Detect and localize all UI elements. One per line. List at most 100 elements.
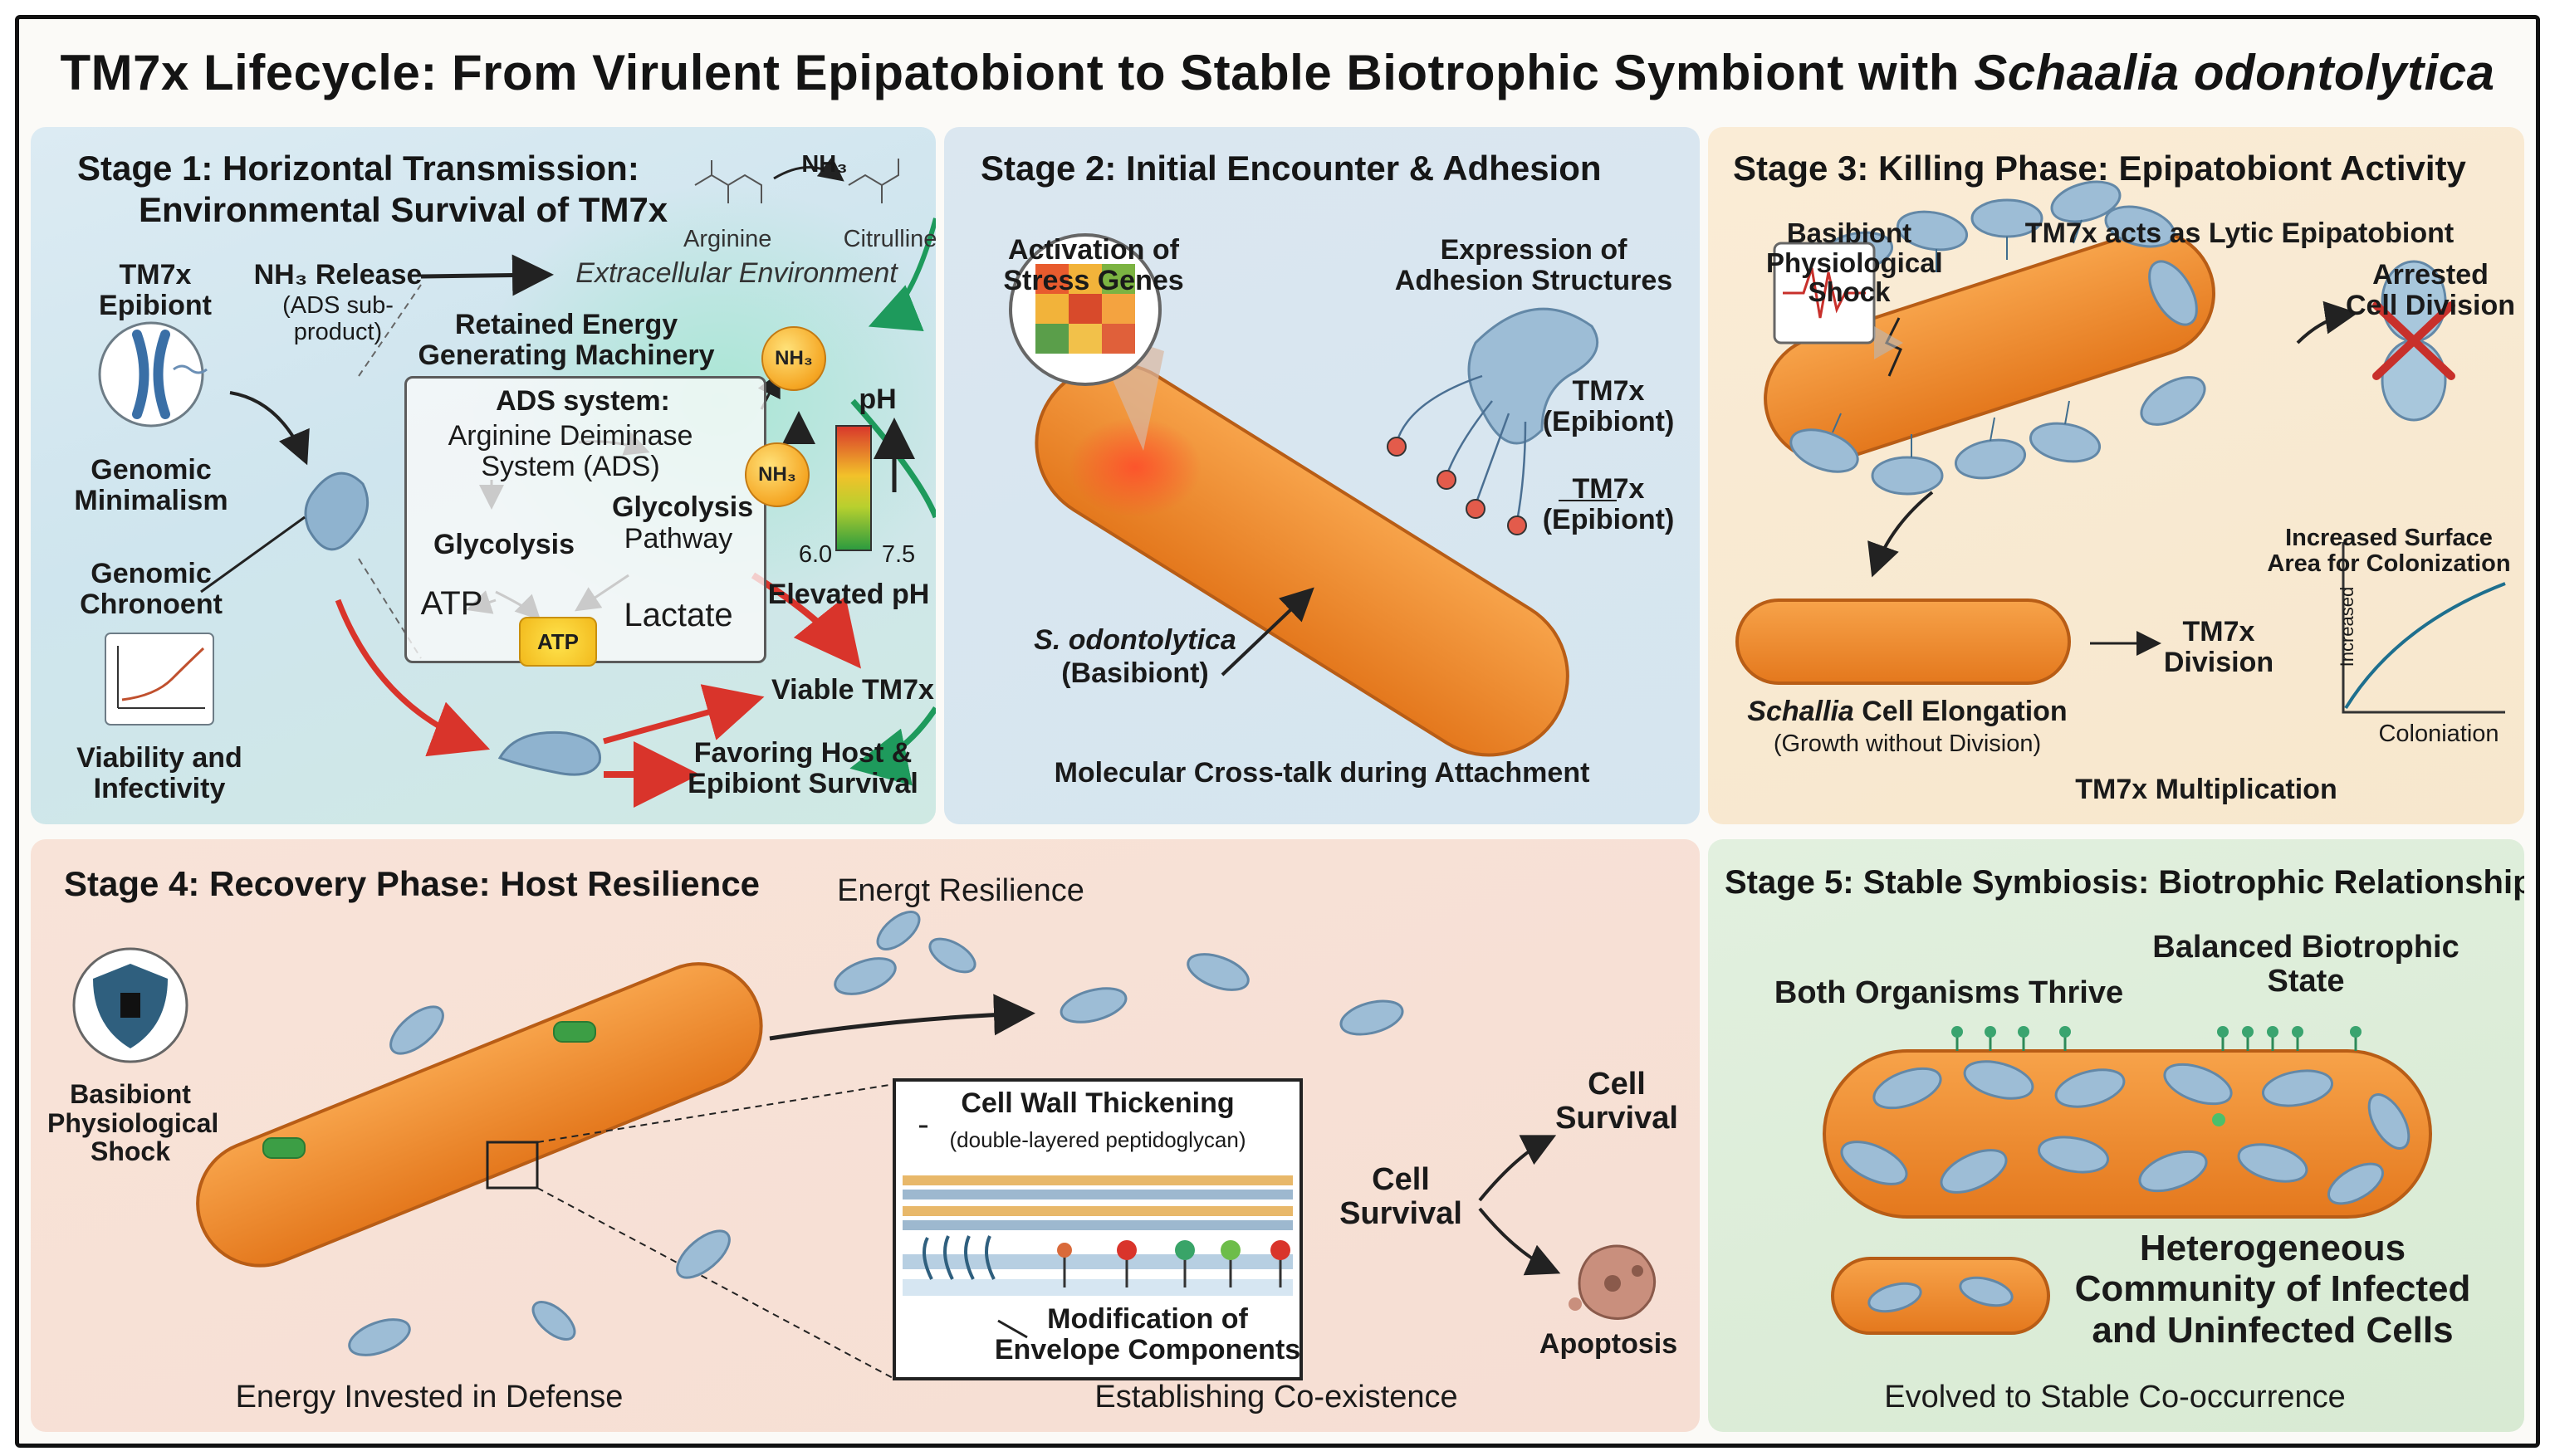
stage4-artwork <box>72 911 1657 1380</box>
stage3-artwork <box>1735 180 2506 714</box>
thrive-label: Both Organisms Thrive <box>1774 975 2124 1010</box>
lipoteichoic-strands <box>923 1235 996 1280</box>
ads-description: Arginine Deiminase System (ADS) <box>448 420 693 483</box>
figure-frame: TM7x Lifecycle: From Virulent Epipatobio… <box>15 15 2540 1448</box>
ads-subproduct-label: (ADS sub- product) <box>282 292 394 345</box>
atp-badge-icon: ATP <box>519 617 597 667</box>
stage5-panel: Stage 5: Stable Symbiosis: Biotrophic Re… <box>1708 839 2524 1432</box>
shield-icon <box>72 947 188 1063</box>
apoptosis-cell-icon <box>1569 1244 1657 1320</box>
stage1-title-line1: Stage 1: Horizontal Transmission: <box>77 149 639 188</box>
genomic-minimalism-label: Genomic Minimalism <box>74 454 228 516</box>
glycolysis-pathway-title: Glycolysis <box>612 491 754 523</box>
cell-survival-top: Cell Survival <box>1555 1067 1678 1136</box>
cell-wall-note: (double-layered peptidoglycan) <box>949 1127 1246 1152</box>
cell-wall-label: Cell Wall Thickening <box>961 1087 1235 1119</box>
recovering-cell <box>196 962 763 1268</box>
tm7x-cell-b <box>497 730 601 776</box>
epibiont-to-cell-arrow <box>229 391 310 466</box>
elongation-species: Schallia <box>1747 696 1854 727</box>
surface-area-label: Increased Surface Area for Colonization <box>2267 525 2511 578</box>
elongated-cell <box>1735 599 2071 685</box>
citrulline-label: Citrulline <box>843 226 936 252</box>
elevated-ph-label: Elevated pH <box>767 579 930 610</box>
heatmap-icon <box>1035 264 1135 354</box>
ph-low: 6.0 <box>798 541 833 568</box>
community-label: Heterogeneous Community of Infected and … <box>2074 1228 2471 1351</box>
stage4-title: Stage 4: Recovery Phase: Host Resilience <box>64 864 761 903</box>
tm7x-division-label: TM7x Division <box>2163 616 2274 678</box>
stage5-title: Stage 5: Stable Symbiosis: Biotrophic Re… <box>1725 864 2524 901</box>
coexistence-caption: Establishing Co-existence <box>1094 1380 1458 1414</box>
cell-survival-mid: Cell Survival <box>1339 1162 1462 1232</box>
viability-label: Viability and Infectivity <box>76 742 242 804</box>
lytic-label: TM7x acts as Lytic Epipatobiont <box>2024 217 2455 249</box>
ph-high: 7.5 <box>881 541 916 568</box>
stage1-panel: Stage 1: Horizontal Transmission: Enviro… <box>31 127 936 824</box>
elongation-note: (Growth without Division) <box>1773 730 2042 757</box>
molecule-nh3-label: NH₃ <box>801 151 848 178</box>
ph-label: pH <box>859 384 897 415</box>
stage2-artwork <box>1009 233 1617 757</box>
adhesion-pili <box>1395 374 1527 522</box>
stress-genes-label: Activation of Stress Genes <box>1003 234 1184 296</box>
lytic-epibionts <box>1789 180 2206 496</box>
retained-energy-label: Retained Energy Generating Machinery <box>418 309 715 371</box>
basibiont-species-label: S. odontolytica <box>1034 624 1236 656</box>
stage2-title: Stage 2: Initial Encounter & Adhesion <box>981 149 1602 188</box>
extracellular-label: Extracellular Environment <box>575 257 898 289</box>
lactate-label: Lactate <box>624 597 733 633</box>
stage3-title: Stage 3: Killing Phase: Epipatobiont Act… <box>1733 149 2466 188</box>
arginine-label: Arginine <box>683 226 772 252</box>
figure-title: TM7x Lifecycle: From Virulent Epipatobio… <box>19 44 2536 101</box>
genomic-chronoent-label: Genomic Chronoent <box>80 558 223 620</box>
free-epibionts <box>348 911 1404 1356</box>
adhesion-structures-label: Expression of Adhesion Structures <box>1394 234 1673 296</box>
evolved-caption: Evolved to Stable Co-occurrence <box>1884 1380 2346 1414</box>
graph-x-axis-label: Coloniation <box>2378 721 2499 747</box>
ph-bar <box>835 425 872 551</box>
zoom-square <box>486 1141 539 1190</box>
favoring-survival-label: Favoring Host & Epibiont Survival <box>688 737 918 799</box>
envelope-label: Modification of Envelope Components <box>994 1303 1301 1366</box>
ads-title: ADS system: <box>496 385 670 417</box>
graph-y-axis-label: Increased <box>2336 586 2357 667</box>
basibiont-label: (Basibiont) <box>1061 657 1209 689</box>
ads-system-box <box>404 376 766 663</box>
basibiont-killed-cell <box>1764 229 2215 463</box>
stage4-shock-label: Basibiont Physiological Shock <box>47 1079 219 1167</box>
nh3-ball-top: NH₃ <box>761 326 826 391</box>
arginine-molecule <box>694 160 762 203</box>
balanced-state-label: Balanced Biotrophic State <box>2152 930 2459 999</box>
colonization-graph <box>2342 542 2506 714</box>
title-species: Schaalia odontolytica <box>1974 45 2495 100</box>
arrested-division-label: Arrested Cell Division <box>2345 259 2516 321</box>
atp-label: ATP <box>420 585 483 622</box>
title-main: TM7x Lifecycle: From Virulent Epipatobio… <box>60 45 1960 100</box>
glycolysis-pathway-sub: Pathway <box>624 523 733 555</box>
crosstalk-caption: Molecular Cross-talk during Attachment <box>1054 757 1590 789</box>
nh3-ball-mid: NH₃ <box>745 442 810 507</box>
apoptosis-label: Apoptosis <box>1539 1328 1678 1360</box>
tm7x-multiplication-label: TM7x Multiplication <box>2075 774 2337 805</box>
chronoent-link <box>200 515 306 594</box>
tm7x-epibiont-label: TM7x Epibiont <box>99 259 212 321</box>
elongation-label: Cell Elongation <box>1862 696 2068 727</box>
glycolysis-label: Glycolysis <box>433 529 575 560</box>
small-infected-cell <box>1831 1257 2050 1335</box>
citrulline-molecule <box>848 159 899 203</box>
nh3-release-label: NH₃ Release <box>253 259 423 291</box>
stage1-title-line2: Environmental Survival of TM7x <box>139 190 668 229</box>
adhesin-knobs <box>1387 437 1527 535</box>
energt-resilience-label: Energt Resilience <box>837 873 1084 908</box>
stage3-panel: Stage 3: Killing Phase: Epipatobiont Act… <box>1708 127 2524 824</box>
nh3-release-arrow <box>420 254 554 296</box>
stage3-shock-label: Basibiont Physiological Shock <box>1766 217 1943 308</box>
viability-graph-icon <box>105 633 214 726</box>
stage2-panel: Stage 2: Initial Encounter & Adhesion Ac… <box>944 127 1700 824</box>
attachment-knobs <box>1951 1026 2362 1038</box>
tm7x-cell-a <box>304 471 370 551</box>
arrested-division-icon <box>2372 260 2455 422</box>
red-arrow-to-cell <box>335 599 491 757</box>
stage4-panel: Stage 4: Recovery Phase: Host Resilience… <box>31 839 1700 1432</box>
